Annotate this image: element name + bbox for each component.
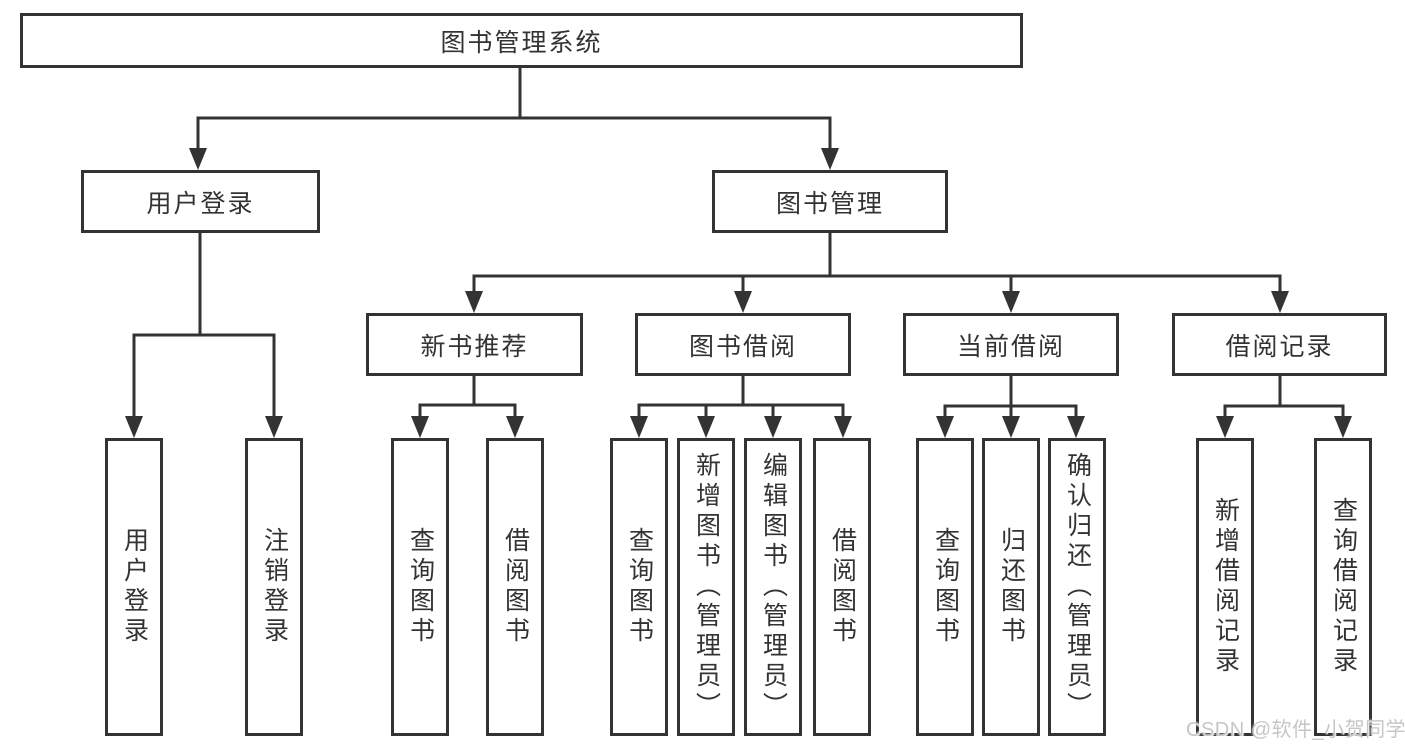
node-label: 图书借阅 xyxy=(688,332,797,361)
node-label: 查询图书 xyxy=(406,527,435,647)
node-book-borrow: 图书借阅 xyxy=(635,313,851,376)
node-query-books-current: 查询图书 xyxy=(916,438,974,736)
node-label: 借阅图书 xyxy=(501,527,530,647)
arrow-down-icon xyxy=(630,416,648,438)
node-logout: 注销登录 xyxy=(245,438,303,736)
node-label: 借阅图书 xyxy=(828,527,857,647)
node-label: 查询图书 xyxy=(625,527,654,647)
arrow-down-icon xyxy=(189,148,207,170)
node-query-books-borrow: 查询图书 xyxy=(610,438,668,736)
node-label: 确认归还（管理员） xyxy=(1063,452,1092,722)
arrowheads xyxy=(125,148,1352,438)
arrow-down-icon xyxy=(265,416,283,438)
node-label: 新增借阅记录 xyxy=(1211,497,1240,677)
arrow-down-icon xyxy=(465,291,483,313)
node-label: 图书管理系统 xyxy=(440,28,603,57)
node-label: 借阅记录 xyxy=(1225,332,1334,361)
node-edit-book-admin: 编辑图书（管理员） xyxy=(744,438,802,736)
node-label: 查询借阅记录 xyxy=(1329,497,1358,677)
arrow-down-icon xyxy=(1216,416,1234,438)
node-book-management: 图书管理 xyxy=(712,170,948,233)
node-label: 用户登录 xyxy=(146,189,255,218)
connector-new-book-recommend xyxy=(418,374,517,422)
connector-book-management xyxy=(472,231,1282,297)
arrow-down-icon xyxy=(1002,416,1020,438)
node-user-login-leaf: 用户登录 xyxy=(105,438,163,736)
arrow-down-icon xyxy=(834,416,852,438)
node-query-books-recommend: 查询图书 xyxy=(391,438,449,736)
node-label: 注销登录 xyxy=(260,527,289,647)
node-label: 查询图书 xyxy=(931,527,960,647)
arrow-down-icon xyxy=(411,416,429,438)
arrow-down-icon xyxy=(1334,416,1352,438)
node-new-book-recommend: 新书推荐 xyxy=(366,313,583,376)
node-label: 图书管理 xyxy=(775,189,884,218)
arrow-down-icon xyxy=(734,291,752,313)
node-label: 编辑图书（管理员） xyxy=(759,452,788,722)
node-query-borrow-record: 查询借阅记录 xyxy=(1314,438,1372,736)
arrow-down-icon xyxy=(1271,291,1289,313)
arrow-down-icon xyxy=(821,148,839,170)
node-user-login: 用户登录 xyxy=(81,170,320,233)
connector-root xyxy=(196,66,832,154)
node-borrow-records: 借阅记录 xyxy=(1172,313,1387,376)
node-borrow-books-recommend: 借阅图书 xyxy=(486,438,544,736)
node-label: 新书推荐 xyxy=(420,332,529,361)
arrow-down-icon xyxy=(936,416,954,438)
arrow-down-icon xyxy=(764,416,782,438)
arrow-down-icon xyxy=(697,416,715,438)
node-library-system: 图书管理系统 xyxy=(20,13,1023,68)
node-confirm-return-admin: 确认归还（管理员） xyxy=(1048,438,1106,736)
node-add-borrow-record: 新增借阅记录 xyxy=(1196,438,1254,736)
arrow-down-icon xyxy=(1002,291,1020,313)
arrow-down-icon xyxy=(506,416,524,438)
connector-user-login xyxy=(132,231,276,422)
watermark-text: CSDN @软件_小贺同学 xyxy=(1186,719,1405,741)
node-label: 归还图书 xyxy=(997,527,1026,647)
node-label: 用户登录 xyxy=(120,527,149,647)
node-borrow-books-leaf: 借阅图书 xyxy=(813,438,871,736)
arrow-down-icon xyxy=(1067,416,1085,438)
node-label: 新增图书（管理员） xyxy=(692,452,721,722)
connector-book-borrow xyxy=(637,374,845,422)
node-current-borrow: 当前借阅 xyxy=(903,313,1119,376)
node-return-books: 归还图书 xyxy=(982,438,1040,736)
node-add-book-admin: 新增图书（管理员） xyxy=(677,438,735,736)
connector-borrow-records xyxy=(1223,374,1345,422)
connector-current-borrow xyxy=(943,374,1078,422)
node-label: 当前借阅 xyxy=(956,332,1065,361)
arrow-down-icon xyxy=(125,416,143,438)
